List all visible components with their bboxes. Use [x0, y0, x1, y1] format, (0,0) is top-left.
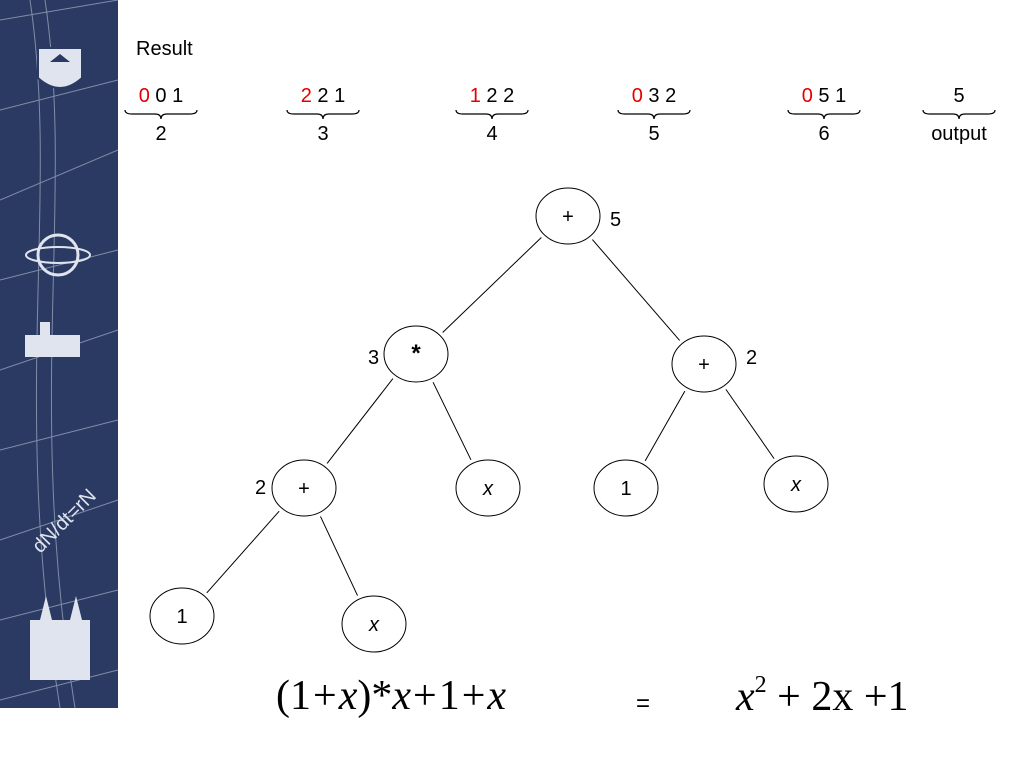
node-label: x: [368, 614, 380, 636]
formula-symbol: (: [276, 673, 290, 719]
node-index-label: 3: [368, 347, 379, 369]
rhs-exponent: 2: [755, 672, 767, 698]
tree-node-root: +5: [536, 188, 621, 244]
formula-symbol: *: [371, 673, 392, 719]
node-index-label: 5: [610, 209, 621, 231]
node-label: x: [790, 474, 802, 496]
tree-node-one-right: 1: [594, 460, 658, 516]
formula-symbol: 1: [290, 673, 311, 719]
tree-edge: [645, 391, 685, 461]
node-label: +: [698, 354, 710, 376]
formula-variable: x: [339, 673, 358, 719]
formula-symbol: +: [413, 673, 437, 719]
tree-edge: [207, 511, 279, 593]
node-label: +: [298, 478, 310, 500]
tree-edge: [726, 389, 774, 458]
tree-node-plus-left: +2: [255, 460, 336, 516]
tree-node-plus-right: +2: [672, 336, 757, 392]
tree-node-x-right: x: [764, 456, 828, 512]
formula-symbol: 1: [439, 673, 460, 719]
formula-variable: x: [392, 673, 411, 719]
node-label: *: [411, 340, 421, 367]
node-label: 1: [176, 606, 187, 628]
node-label: +: [562, 206, 574, 228]
lhs-formula: (1+x)*x+1+x: [276, 672, 506, 720]
node-label: 1: [620, 478, 631, 500]
tree-node-x-mid: x: [456, 460, 520, 516]
tree-edge: [320, 516, 357, 595]
lhs-expression: (1+x)*x+1+x: [276, 673, 506, 719]
rhs-base: x: [736, 674, 755, 720]
node-index-label: 2: [255, 477, 266, 499]
tree-node-one-left: 1: [150, 588, 214, 644]
formula-symbol: +: [313, 673, 337, 719]
tree-node-mul: *3: [368, 326, 448, 382]
formula-symbol: ): [357, 673, 371, 719]
rhs-tail: + 2x +1: [767, 674, 909, 720]
formula-symbol: +: [462, 673, 486, 719]
node-label: x: [482, 478, 494, 500]
tree-edge: [327, 379, 393, 464]
formula-variable: x: [487, 673, 506, 719]
tree-edge: [433, 382, 471, 460]
tree-edge: [592, 240, 679, 341]
tree-edge: [443, 238, 542, 333]
node-index-label: 2: [746, 347, 757, 369]
rhs-formula: x2 + 2x +1: [736, 672, 909, 721]
tree-node-x-left: x: [342, 596, 406, 652]
equals-sign: =: [636, 690, 650, 718]
